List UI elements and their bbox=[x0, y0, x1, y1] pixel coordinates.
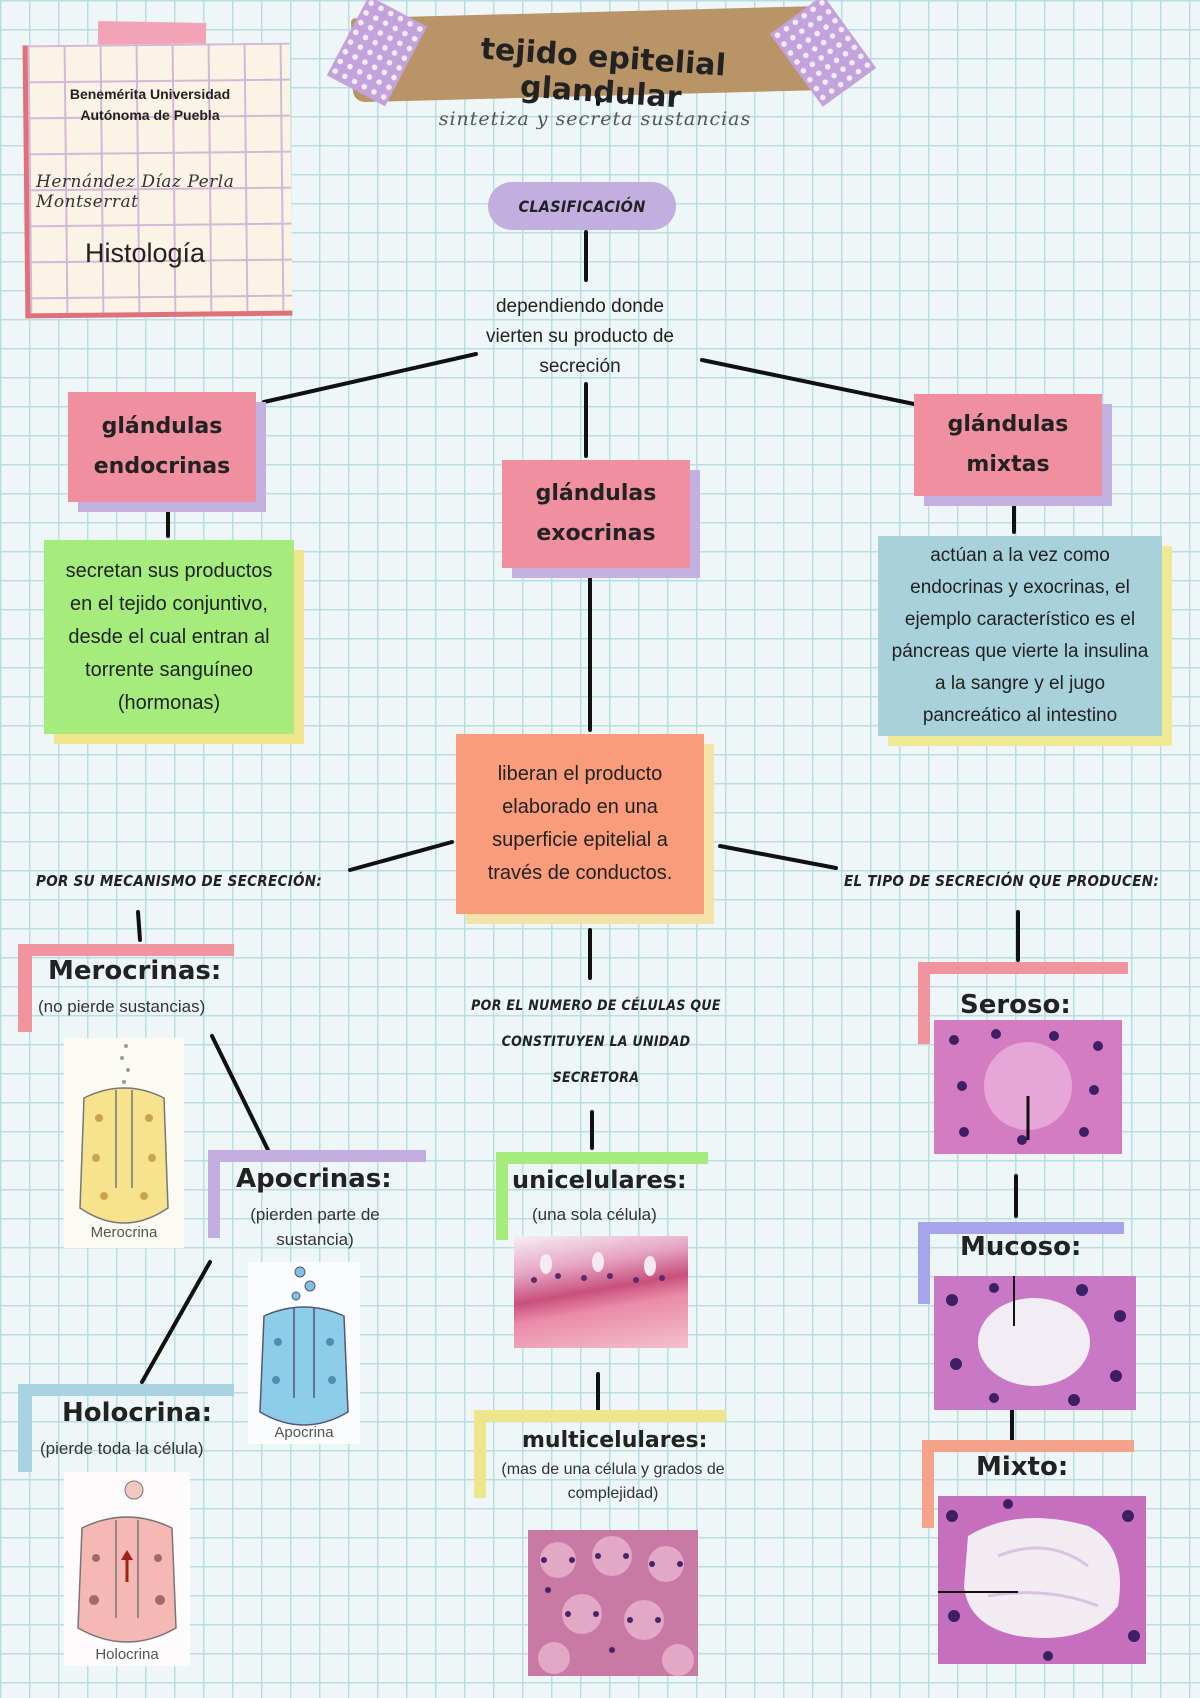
apocrine-title: Apocrinas: bbox=[236, 1164, 392, 1194]
mixed-glands-box: glándulas mixtas bbox=[914, 394, 1102, 496]
apocrine-highlight bbox=[208, 1150, 426, 1238]
multicellular-note: (mas de una célula y grados de complejid… bbox=[501, 1461, 725, 1502]
multicellular-title: multicelulares: bbox=[522, 1428, 708, 1453]
exocrine-description-text: liberan el producto elaborado en una sup… bbox=[487, 763, 673, 884]
merocrine-note: (no pierde sustancias) bbox=[38, 997, 206, 1016]
holocrine-caption: Holocrina bbox=[95, 1646, 159, 1663]
endocrine-description: secretan sus productos en el tejido conj… bbox=[44, 540, 294, 734]
merocrine-title: Merocrinas: bbox=[48, 956, 222, 986]
exocrine-label-2: exocrinas bbox=[536, 521, 656, 546]
serous-title: Seroso: bbox=[960, 990, 1071, 1020]
exocrine-glands-box: glándulas exocrinas bbox=[502, 460, 690, 568]
mixed-label-2: mixtas bbox=[966, 452, 1050, 477]
mechanism-heading: POR SU MECANISMO DE SECRECIÓN: bbox=[36, 872, 323, 890]
exocrine-description: liberan el producto elaborado en una sup… bbox=[456, 734, 704, 914]
classification-criterion: dependiendo donde vierten su producto de… bbox=[485, 296, 674, 377]
mucous-micrograph bbox=[934, 1276, 1136, 1410]
unicellular-title: unicelulares: bbox=[512, 1166, 687, 1194]
merocrine-illustration: Merocrina bbox=[64, 1038, 184, 1248]
mixed-label-1: glándulas bbox=[947, 412, 1069, 437]
mixed-description: actúan a la vez como endocrinas y exocri… bbox=[878, 536, 1162, 736]
mixed-micrograph bbox=[938, 1496, 1146, 1664]
merocrine-highlight bbox=[18, 944, 234, 1032]
merocrine-caption: Merocrina bbox=[90, 1224, 158, 1241]
subject-name: Histología bbox=[84, 238, 206, 268]
serous-micrograph bbox=[934, 1020, 1122, 1154]
apocrine-note: (pierden parte de sustancia) bbox=[250, 1205, 380, 1249]
mixed-secretion-title: Mixto: bbox=[976, 1452, 1069, 1482]
unicellular-highlight bbox=[496, 1152, 708, 1240]
cell-count-heading-2: CONSTITUYEN LA UNIDAD bbox=[501, 1034, 691, 1050]
holocrine-title: Holocrina: bbox=[62, 1398, 212, 1428]
university-name: Benemérita Universidad Autónoma de Puebl… bbox=[40, 84, 260, 126]
endocrine-label-2: endocrinas bbox=[93, 454, 231, 479]
mucous-highlight bbox=[918, 1222, 1124, 1304]
university-line-1: Benemérita Universidad bbox=[69, 86, 231, 102]
multicellular-highlight bbox=[474, 1410, 726, 1498]
author-name: Hernández Díaz Perla Montserrat bbox=[36, 172, 235, 212]
serous-highlight bbox=[918, 962, 1128, 1044]
classification-pill: CLASIFICACIÓN bbox=[488, 182, 676, 230]
multicellular-micrograph bbox=[528, 1530, 698, 1676]
holocrine-note: (pierde toda la célula) bbox=[40, 1439, 204, 1458]
mixed-description-text: actúan a la vez como endocrinas y exocri… bbox=[891, 545, 1149, 726]
cell-count-heading: POR EL NUMERO DE CÉLULAS QUE CONSTITUYEN… bbox=[446, 988, 746, 1096]
apocrine-caption: Apocrina bbox=[274, 1424, 334, 1441]
apocrine-illustration: Apocrina bbox=[248, 1262, 360, 1444]
endocrine-label-1: glándulas bbox=[101, 414, 223, 439]
exocrine-label-1: glándulas bbox=[535, 481, 657, 506]
page-subtitle: sintetiza y secreta sustancias bbox=[438, 108, 752, 130]
university-line-2: Autónoma de Puebla bbox=[80, 107, 220, 123]
endocrine-glands-box: glándulas endocrinas bbox=[68, 392, 256, 502]
mucous-title: Mucoso: bbox=[960, 1232, 1082, 1262]
unicellular-note: (una sola célula) bbox=[532, 1205, 657, 1224]
cell-count-heading-3: SECRETORA bbox=[552, 1070, 640, 1086]
holocrine-illustration: Holocrina bbox=[64, 1472, 190, 1666]
unicellular-micrograph bbox=[514, 1236, 688, 1348]
mixed-secretion-highlight bbox=[922, 1440, 1134, 1528]
secretion-type-heading: EL TIPO DE SECRECIÓN QUE PRODUCEN: bbox=[844, 872, 1160, 890]
cell-count-heading-1: POR EL NUMERO DE CÉLULAS QUE bbox=[471, 998, 721, 1014]
holocrine-highlight bbox=[18, 1384, 234, 1472]
endocrine-description-text: secretan sus productos en el tejido conj… bbox=[65, 559, 273, 714]
